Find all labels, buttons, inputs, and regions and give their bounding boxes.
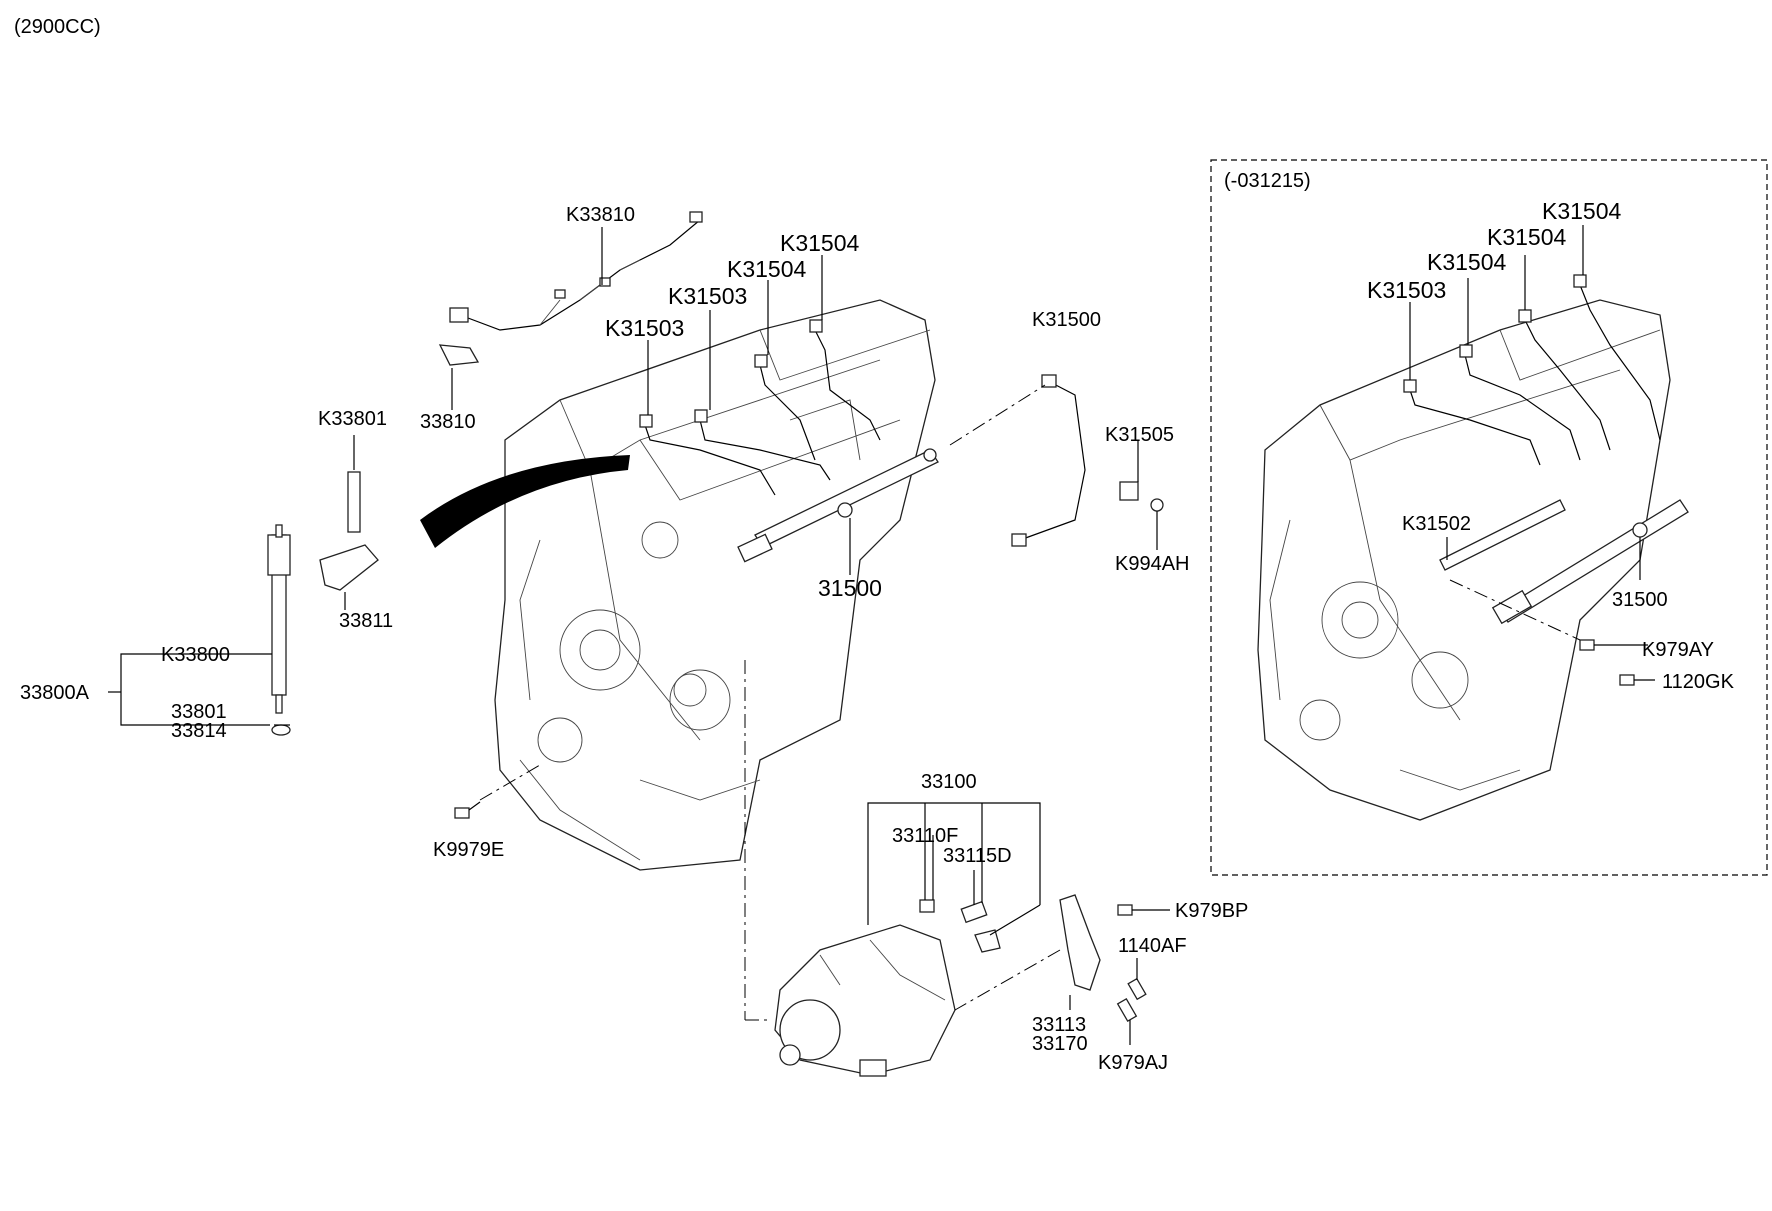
label-injector-clamp: 33811	[339, 610, 393, 632]
inset-label: (-031215)	[1224, 170, 1311, 192]
label-inset-bolt-ay: K979AY	[1642, 639, 1714, 661]
feed-pipe	[1019, 381, 1086, 541]
label-inset-rail: 31500	[1612, 589, 1668, 611]
injector-clamp	[319, 544, 379, 591]
clamp-part	[1119, 481, 1139, 501]
label-pipe-b-1: K31504	[727, 256, 807, 282]
fuel-pipes-inset	[1403, 274, 1661, 466]
label-clamp: K31505	[1105, 424, 1174, 446]
fuel-pump	[774, 904, 1041, 1077]
label-bolt-aj: K979AJ	[1098, 1052, 1168, 1074]
injector-washer	[271, 724, 291, 736]
pump-part-f	[919, 899, 935, 913]
label-inset-pipe-b-2: K31504	[1487, 224, 1567, 250]
common-rail-inset	[1439, 499, 1689, 625]
pump-part-d	[960, 900, 988, 924]
label-injector: K33800	[161, 644, 230, 666]
leader-lines-inset	[1409, 225, 1648, 646]
inset-bolts	[1449, 579, 1655, 686]
label-washer-ref: 33801	[171, 701, 227, 723]
bolt-bp-part	[1117, 904, 1170, 916]
leader-lines-main	[274, 227, 1158, 1045]
label-nut: K994AH	[1115, 553, 1190, 575]
label-feed-pipe: K31500	[1032, 309, 1101, 331]
engine-block-main	[494, 299, 936, 871]
engine-label: (2900CC)	[14, 16, 101, 38]
label-pipe-b-2: K31504	[780, 230, 860, 256]
label-rail: 31500	[818, 575, 882, 601]
rail-bolt	[454, 764, 541, 819]
bolt-aj-part	[1116, 997, 1138, 1023]
label-washer: 33814	[171, 720, 227, 742]
pump-mount-bracket	[1059, 894, 1101, 991]
label-bolt-injector: K33801	[318, 408, 387, 430]
label-inset-bolt-gk: 1120GK	[1662, 671, 1735, 693]
wiring-harness	[449, 211, 703, 331]
label-pipe-a-1: K31503	[605, 315, 684, 341]
arrow-indicator	[420, 455, 630, 548]
label-clip: 33810	[420, 411, 476, 433]
label-bolt-rail: K9979E	[433, 839, 504, 861]
label-inset-pipe-a: K31503	[1367, 277, 1446, 303]
fuel-pipes-main	[639, 319, 881, 496]
bolt-af-part	[1127, 977, 1147, 1001]
label-pump-part-f: 33110F	[892, 825, 958, 847]
injector-part	[267, 524, 291, 714]
label-bracket-b: 33170	[1032, 1033, 1088, 1055]
label-bracket-a: 33113	[1032, 1014, 1086, 1036]
label-injector-assy: 33800A	[20, 682, 90, 704]
pump-bracket-lines	[867, 802, 1041, 925]
harness-clip	[438, 344, 480, 366]
label-harness: K33810	[566, 204, 635, 226]
nut-part	[1150, 498, 1164, 512]
label-bolt-af: 1140AF	[1118, 935, 1187, 957]
label-inset-pipe-b-1: K31504	[1542, 198, 1622, 224]
injector-assy-bracket	[120, 653, 272, 726]
label-bolt-bp: K979BP	[1175, 900, 1248, 922]
label-pump-part-d: 33115D	[943, 845, 1012, 867]
label-pump: 33100	[921, 771, 977, 793]
label-pipe-a-2: K31503	[668, 283, 747, 309]
injector-bolt	[347, 471, 361, 533]
common-rail-main	[737, 448, 939, 563]
label-inset-connector: K31502	[1402, 513, 1471, 535]
inset-box	[1210, 159, 1768, 876]
label-inset-pipe-b-3: K31504	[1427, 249, 1507, 275]
